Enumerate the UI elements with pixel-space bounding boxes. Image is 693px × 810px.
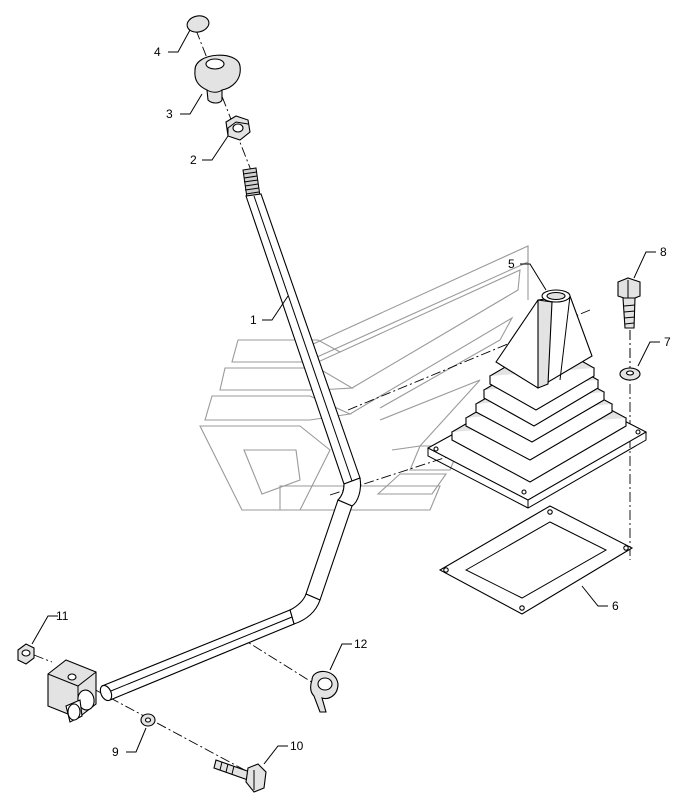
part-7-washer xyxy=(619,367,641,381)
callout-7: 7 xyxy=(664,335,671,349)
callout-labels: 4 3 2 1 5 6 7 8 9 10 11 12 xyxy=(56,45,671,759)
callout-6: 6 xyxy=(612,599,619,613)
leader-5 xyxy=(520,263,547,291)
leader-8 xyxy=(633,251,656,279)
watermark-logo xyxy=(199,245,529,511)
part-6-gasket xyxy=(438,505,634,615)
part-11-nut xyxy=(17,643,35,665)
part-2-hex-nut xyxy=(225,115,251,141)
callout-5: 5 xyxy=(508,257,515,271)
part-5-shift-boot xyxy=(426,289,648,509)
leader-lines xyxy=(31,29,660,765)
part-9-washer xyxy=(140,713,156,727)
part-1-shift-lever xyxy=(99,167,362,702)
leader-9 xyxy=(126,727,147,753)
leader-7 xyxy=(637,341,660,367)
callout-9: 9 xyxy=(112,745,119,759)
leader-3 xyxy=(180,93,203,115)
pivot-block xyxy=(47,659,97,723)
callout-10: 10 xyxy=(290,739,304,753)
callout-11: 11 xyxy=(56,609,69,623)
leader-12 xyxy=(329,643,352,671)
part-8-bolt xyxy=(617,277,641,329)
leader-2 xyxy=(202,135,229,161)
part-12-clip xyxy=(310,670,339,713)
part-3-knob xyxy=(194,54,241,104)
callout-2: 2 xyxy=(190,153,197,167)
callout-4: 4 xyxy=(154,45,161,59)
callout-12: 12 xyxy=(354,637,368,651)
leader-4 xyxy=(168,29,191,53)
leader-10 xyxy=(263,745,288,765)
callout-1: 1 xyxy=(250,313,257,327)
callout-8: 8 xyxy=(660,245,667,259)
callout-3: 3 xyxy=(166,107,173,121)
part-10-bolt xyxy=(213,759,267,793)
part-4-cap-disc xyxy=(186,15,210,33)
leader-11 xyxy=(31,615,58,645)
leader-1 xyxy=(262,295,289,321)
leader-6 xyxy=(581,585,608,607)
